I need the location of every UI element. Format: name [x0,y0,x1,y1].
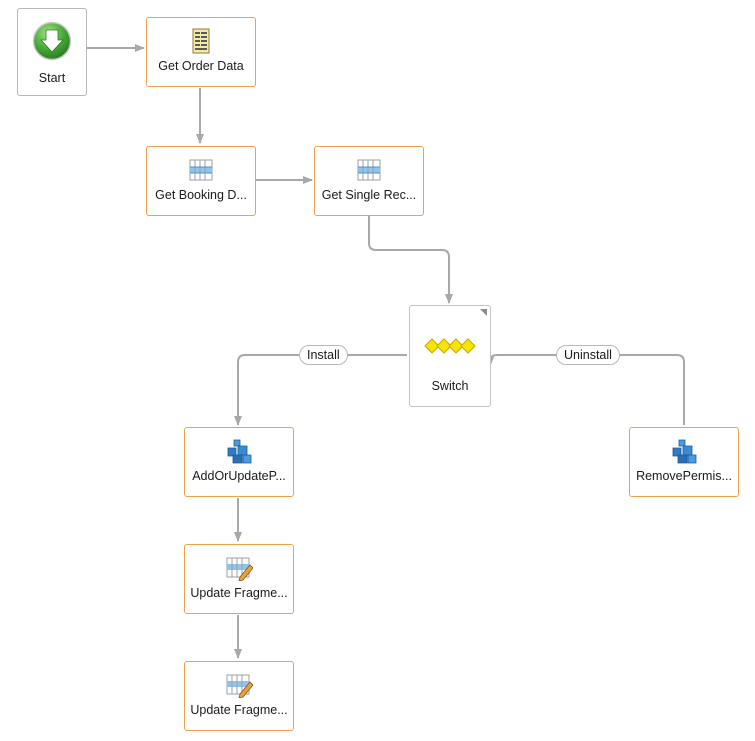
activity-remove-permission[interactable]: RemovePermis... [629,427,739,497]
start-arrow-icon [32,21,72,61]
activity-add-or-update-permission[interactable]: AddOrUpdateP... [184,427,294,497]
activity-get-booking-data[interactable]: Get Booking D... [146,146,256,216]
node-label: Switch [431,379,469,393]
switch-diamonds-icon [424,338,476,354]
node-label: Get Single Rec... [321,188,417,202]
activity-update-fragment-1[interactable]: Update Fragme... [184,544,294,614]
node-label: RemovePermis... [636,469,732,483]
node-label: Get Booking D... [155,188,247,202]
blocks-icon [227,439,252,464]
activity-get-single-record[interactable]: Get Single Rec... [314,146,424,216]
node-label: Update Fragme... [190,703,288,717]
corner-marker-icon [480,309,487,316]
case-label-uninstall[interactable]: Uninstall [556,345,620,365]
switch-node[interactable]: Switch [409,305,491,407]
node-label: Get Order Data [158,59,244,73]
node-label: Start [38,71,66,85]
table-rows-icon [189,159,213,181]
data-sheet-icon [192,28,210,54]
activity-update-fragment-2[interactable]: Update Fragme... [184,661,294,731]
table-edit-icon [226,557,253,581]
connector-switch-uninstall [486,354,685,425]
node-label: AddOrUpdateP... [192,469,286,483]
start-node[interactable]: Start [17,8,87,96]
connector-single-to-switch [368,216,453,304]
connector-switch-install [234,354,407,426]
table-rows-icon [357,159,381,181]
node-label: Update Fragme... [190,586,288,600]
blocks-icon [672,439,697,464]
activity-get-order-data[interactable]: Get Order Data [146,17,256,87]
table-edit-icon [226,674,253,698]
case-label-install[interactable]: Install [299,345,348,365]
